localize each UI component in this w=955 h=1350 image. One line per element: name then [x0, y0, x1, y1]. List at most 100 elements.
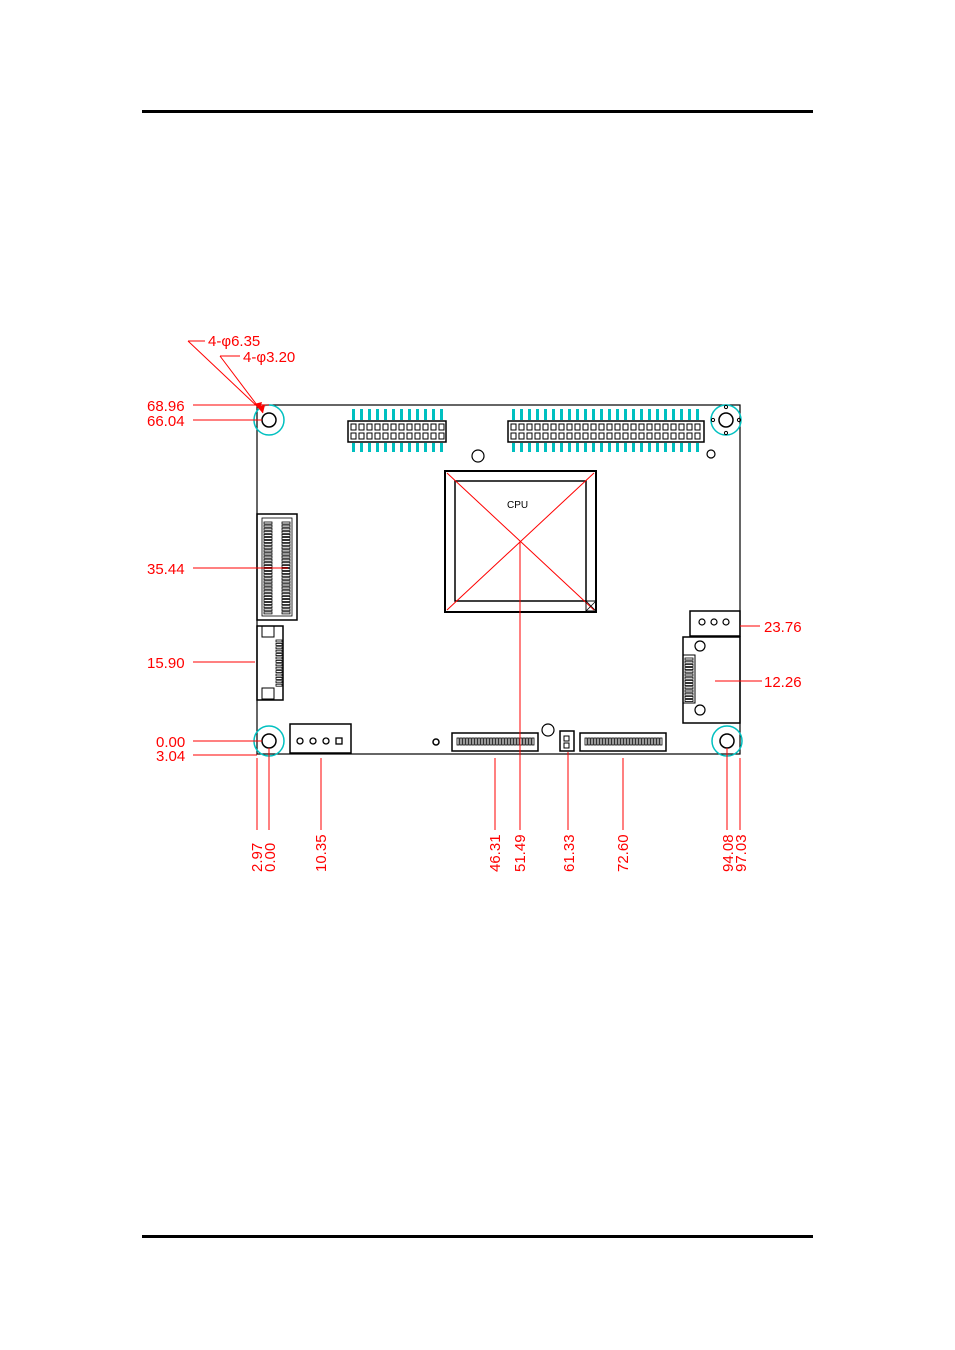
- connector-pin: [276, 664, 282, 666]
- connector-pin: [685, 658, 693, 660]
- connector-pin: [432, 409, 435, 420]
- connector-pin: [264, 525, 272, 527]
- connector-pin: [621, 738, 623, 745]
- connector-pin: [508, 738, 510, 745]
- connector-pin: [685, 690, 693, 692]
- connector-pin: [615, 424, 620, 430]
- connector-pin: [424, 409, 427, 420]
- bottom-connector-right: [580, 733, 666, 751]
- connector-pin: [276, 650, 282, 652]
- connector-pin: [282, 562, 290, 564]
- connector-pin: [282, 528, 290, 530]
- connector-pin: [384, 409, 387, 420]
- right-connector-lower: [683, 637, 740, 723]
- connector-pin: [584, 409, 587, 420]
- connector-pin: [685, 668, 693, 670]
- connector-pin: [439, 433, 444, 439]
- connector-pin: [536, 443, 539, 452]
- connector-pin: [264, 612, 272, 614]
- connector-pin: [264, 596, 272, 598]
- connector-pin: [276, 654, 282, 656]
- bottom-dim-label: 61.33: [561, 834, 578, 872]
- connector-pin: [519, 424, 524, 430]
- connector-pin: [282, 593, 290, 595]
- connector-pin: [282, 609, 290, 611]
- right-dim-label: 12.26: [764, 674, 802, 691]
- connector-pin: [282, 534, 290, 536]
- connector-pin: [460, 738, 462, 745]
- connector-pin: [368, 443, 371, 452]
- connector-pin: [282, 525, 290, 527]
- bottom-connector-left: [452, 733, 538, 751]
- connector-pin: [664, 443, 667, 452]
- connector-pin: [282, 575, 290, 577]
- connector-pin: [352, 443, 355, 452]
- connector-pin: [679, 433, 684, 439]
- connector-pin: [616, 443, 619, 452]
- connector-pin: [672, 443, 675, 452]
- connector-pin: [399, 424, 404, 430]
- connector-pin: [439, 424, 444, 430]
- connector-pin: [276, 657, 282, 659]
- connector-pin: [600, 409, 603, 420]
- connector-pin: [400, 409, 403, 420]
- connector-pin: [575, 424, 580, 430]
- connector-pin: [424, 443, 427, 452]
- connector-pin: [276, 674, 282, 676]
- connector-pin: [282, 550, 290, 552]
- connector-pin: [520, 409, 523, 420]
- connector-pin: [544, 443, 547, 452]
- connector-pin: [264, 553, 272, 555]
- connector-pin: [282, 538, 290, 540]
- connector-pin: [282, 547, 290, 549]
- connector-pin: [282, 612, 290, 614]
- connector-pin: [551, 424, 556, 430]
- bottom-dim-label: 51.49: [512, 834, 529, 872]
- connector-pin: [685, 680, 693, 682]
- connector-pin: [282, 603, 290, 605]
- connector-pin: [654, 738, 656, 745]
- connector-pin: [672, 409, 675, 420]
- connector-pin: [282, 556, 290, 558]
- pin-header-top-left: [348, 409, 446, 452]
- connector-pin: [351, 433, 356, 439]
- connector-pin: [399, 433, 404, 439]
- connector-pin: [639, 738, 641, 745]
- left-connector-lower: [257, 626, 283, 700]
- connector-pin: [615, 738, 617, 745]
- small-hole: [707, 450, 715, 458]
- connector-pin: [632, 409, 635, 420]
- connector-pin: [645, 738, 647, 745]
- connector-pin: [276, 681, 282, 683]
- connector-pin: [523, 738, 525, 745]
- connector-pin: [685, 696, 693, 698]
- connector-pin: [535, 433, 540, 439]
- connector-pin: [407, 433, 412, 439]
- connector-pin: [671, 433, 676, 439]
- connector-pin: [264, 569, 272, 571]
- connector-pin: [695, 424, 700, 430]
- connector-pin: [416, 443, 419, 452]
- connector-pin: [648, 409, 651, 420]
- connector-pin: [615, 433, 620, 439]
- connector-pin: [543, 433, 548, 439]
- connector-pin: [623, 433, 628, 439]
- connector-pin: [431, 433, 436, 439]
- small-hole: [472, 450, 484, 462]
- connector-pin: [375, 433, 380, 439]
- connector-pin: [568, 443, 571, 452]
- connector-pin: [367, 424, 372, 430]
- connector-pin: [685, 661, 693, 663]
- connector-pin: [679, 424, 684, 430]
- connector-pin: [264, 603, 272, 605]
- connector-pin: [440, 409, 443, 420]
- connector-pin: [400, 443, 403, 452]
- connector-pin: [636, 738, 638, 745]
- connector-pin: [282, 606, 290, 608]
- connector-pin: [432, 443, 435, 452]
- connector-pin: [282, 544, 290, 546]
- connector-pin: [264, 587, 272, 589]
- connector-pin: [608, 443, 611, 452]
- connector-pin: [264, 578, 272, 580]
- connector-pin: [408, 443, 411, 452]
